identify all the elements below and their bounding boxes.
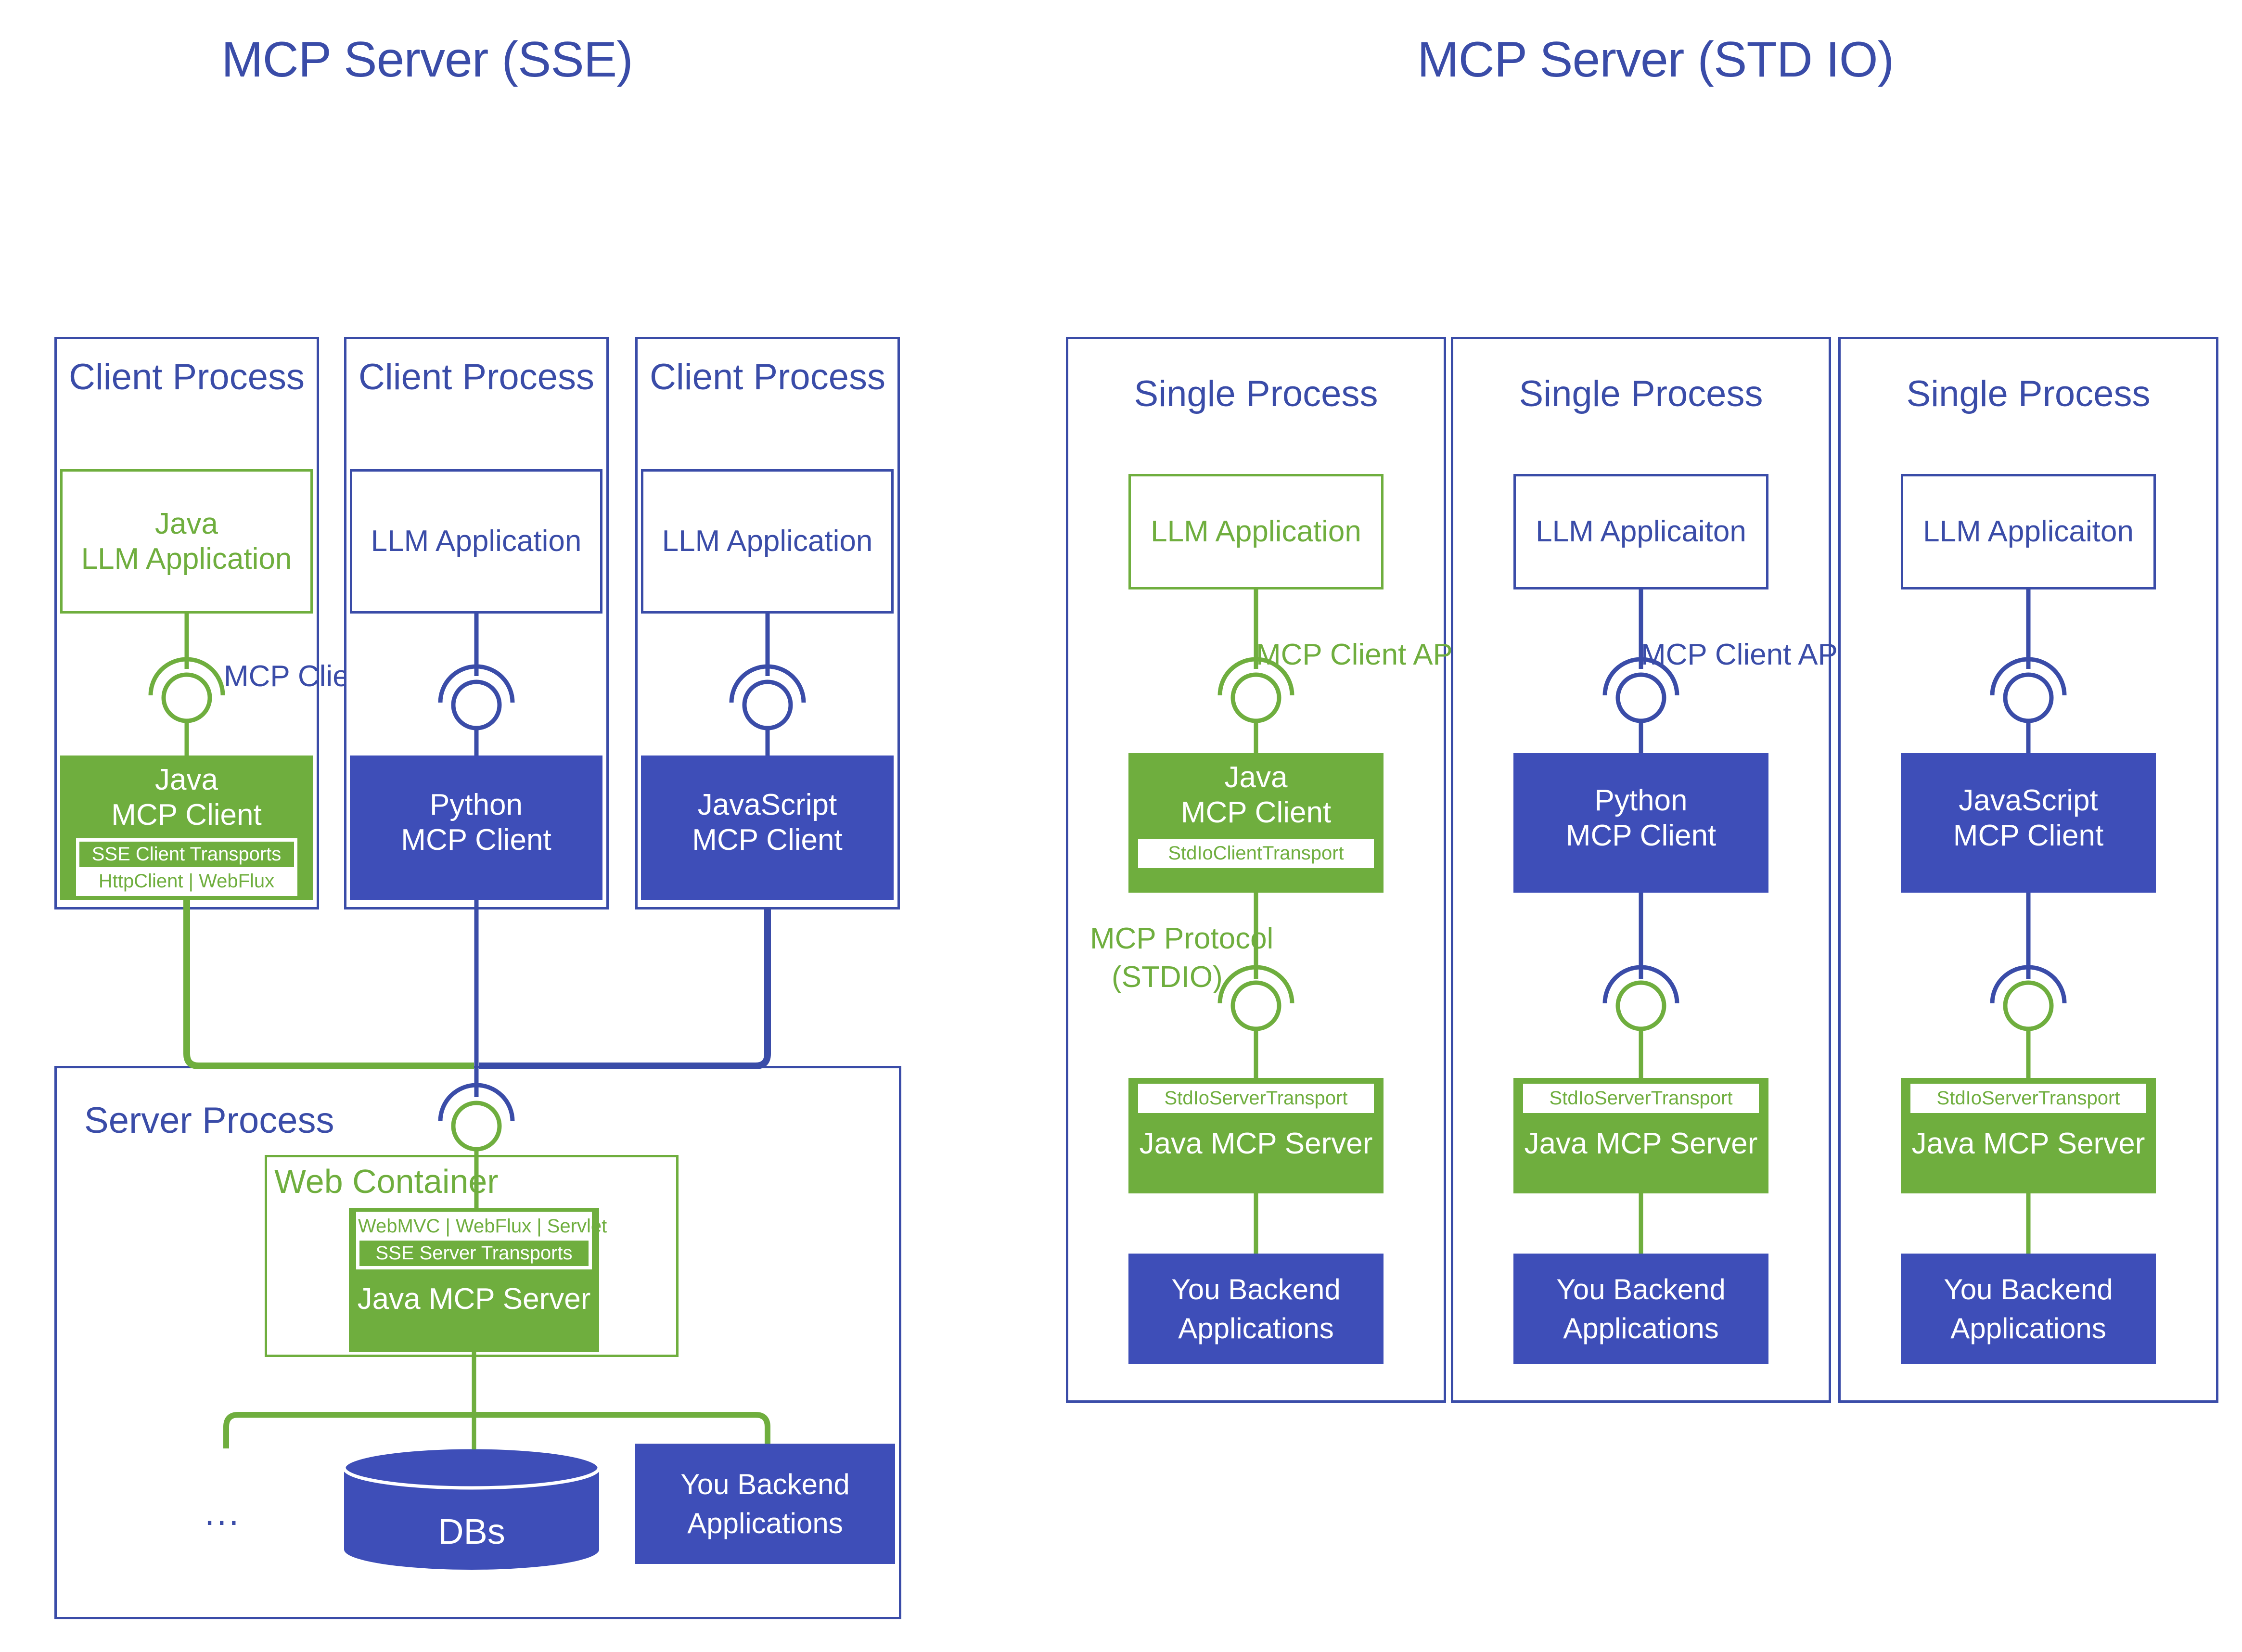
sse-java-mcp-client-box: Java MCP Client SSE Client Transports Ht…: [60, 756, 313, 900]
sse-server-process-label: Server Process: [84, 1100, 334, 1141]
stdio-llm-application-box-2: LLM Applicaiton: [1513, 474, 1768, 589]
stdio-server-title-3: Java MCP Server: [1911, 1127, 2145, 1160]
sse-ellipsis: ...: [205, 1492, 241, 1533]
stdio-mcp-client-api-label-1: MCP Client API: [1256, 638, 1461, 671]
app-line: LLM Application: [81, 542, 292, 576]
stdio-mcp-client-api-label-2: MCP Client API: [1641, 638, 1846, 671]
client-line: JavaScript: [1959, 784, 2098, 817]
stdio-javascript-mcp-client-box: JavaScript MCP Client: [1901, 753, 2156, 893]
sse-client-transport-impl-row: HttpClient | WebFlux: [77, 869, 295, 894]
sse-client-transport-strip: SSE Client Transports HttpClient | WebFl…: [76, 838, 297, 896]
sse-llm-application-box-2: LLM Application: [350, 469, 602, 614]
stdio-llm-application-box-1: LLM Application: [1128, 474, 1384, 589]
client-line: Python: [429, 788, 523, 821]
client-line: MCP Client: [1953, 819, 2104, 853]
backend-line: You Backend: [1944, 1273, 2113, 1306]
stdio-protocol-label-line-1: MCP Protocol: [1090, 922, 1274, 955]
app-line: LLM Application: [662, 525, 873, 558]
client-line: MCP Client: [692, 823, 843, 857]
stdio-single-process-1-label: Single Process: [1134, 373, 1378, 414]
stdio-server-title-2: Java MCP Server: [1524, 1127, 1758, 1160]
sse-python-mcp-client-box: Python MCP Client: [350, 756, 602, 900]
stdio-single-process-2-label: Single Process: [1519, 373, 1763, 414]
stdio-backend-applications-box-3: You Backend Applications: [1901, 1254, 2156, 1364]
stdio-llm-application-box-3: LLM Applicaiton: [1901, 474, 2156, 589]
stdio-client-transport-strip-1: StdIoClientTransport: [1138, 839, 1374, 869]
stdio-server-transport-strip-2: StdIoServerTransport: [1523, 1084, 1759, 1113]
sse-diagram-title: MCP Server (SSE): [221, 32, 633, 88]
app-line: LLM Applicaiton: [1923, 515, 2134, 549]
sse-client-transport-row: SSE Client Transports: [77, 840, 295, 869]
sse-server-transport-row: SSE Server Transports: [358, 1239, 590, 1268]
client-line: JavaScript: [697, 788, 837, 821]
sse-java-mcp-server-box: WebMVC | WebFlux | Servlet SSE Server Tr…: [349, 1208, 607, 1352]
backend-line: Applications: [687, 1507, 843, 1539]
backend-line: You Backend: [1171, 1273, 1341, 1306]
client-line: Java: [155, 763, 218, 796]
sse-client-process-3-label: Client Process: [650, 357, 885, 397]
stdio-protocol-label-line-2: (STDIO): [1112, 960, 1223, 994]
stdio-single-process-3-label: Single Process: [1906, 373, 2151, 414]
backend-line: Applications: [1950, 1312, 2106, 1345]
stdio-server-transport-strip-1: StdIoServerTransport: [1138, 1084, 1374, 1113]
client-line: Python: [1594, 784, 1688, 817]
client-line: MCP Client: [1565, 819, 1717, 853]
sse-server-transport-impl-row: WebMVC | WebFlux | Servlet: [358, 1214, 607, 1239]
sse-java-llm-application-box: Java LLM Application: [60, 469, 313, 614]
backend-line: You Backend: [1556, 1273, 1726, 1306]
stdio-backend-applications-box-2: You Backend Applications: [1513, 1254, 1768, 1364]
app-line: LLM Application: [371, 525, 582, 558]
app-line: Java: [155, 507, 218, 540]
client-line: Java: [1224, 761, 1288, 794]
sse-client-process-2-label: Client Process: [359, 357, 594, 397]
stdio-backend-applications-box-1: You Backend Applications: [1128, 1254, 1384, 1364]
stdio-java-mcp-server-box-2: StdIoServerTransport Java MCP Server: [1513, 1078, 1768, 1193]
sse-server-transport-strip: WebMVC | WebFlux | Servlet SSE Server Tr…: [356, 1212, 607, 1269]
sse-backend-applications-box: You Backend Applications: [635, 1444, 895, 1564]
sse-javascript-mcp-client-box: JavaScript MCP Client: [641, 756, 894, 900]
sse-database-label: DBs: [438, 1511, 505, 1551]
stdio-diagram-title: MCP Server (STD IO): [1417, 32, 1894, 88]
backend-line: You Backend: [680, 1468, 850, 1500]
sse-web-container-label: Web Container: [274, 1163, 499, 1200]
backend-line: Applications: [1563, 1312, 1719, 1345]
stdio-client-transport-row: StdIoClientTransport: [1140, 841, 1372, 867]
stdio-server-transport-strip-3: StdIoServerTransport: [1910, 1084, 2146, 1113]
stdio-java-mcp-client-box-1: Java MCP Client StdIoClientTransport: [1128, 753, 1384, 893]
stdio-java-mcp-server-box-3: StdIoServerTransport Java MCP Server: [1901, 1078, 2156, 1193]
backend-line: Applications: [1178, 1312, 1334, 1345]
sse-database-cylinder: DBs: [342, 1446, 601, 1570]
client-line: MCP Client: [1180, 796, 1332, 830]
stdio-server-transport-row: StdIoServerTransport: [1140, 1086, 1372, 1111]
stdio-python-mcp-client-box: Python MCP Client: [1513, 753, 1768, 893]
sse-client-process-1-label: Client Process: [69, 357, 305, 397]
app-line: LLM Applicaiton: [1536, 515, 1746, 549]
stdio-server-transport-row: StdIoServerTransport: [1525, 1086, 1757, 1111]
sse-llm-application-box-3: LLM Application: [641, 469, 894, 614]
client-line: MCP Client: [401, 823, 551, 857]
stdio-server-title-1: Java MCP Server: [1139, 1127, 1373, 1160]
app-line: LLM Application: [1151, 515, 1361, 549]
stdio-server-transport-row: StdIoServerTransport: [1912, 1086, 2144, 1111]
client-line: MCP Client: [111, 798, 262, 832]
sse-server-title: Java MCP Server: [357, 1282, 591, 1316]
stdio-java-mcp-server-box-1: StdIoServerTransport Java MCP Server: [1128, 1078, 1384, 1193]
